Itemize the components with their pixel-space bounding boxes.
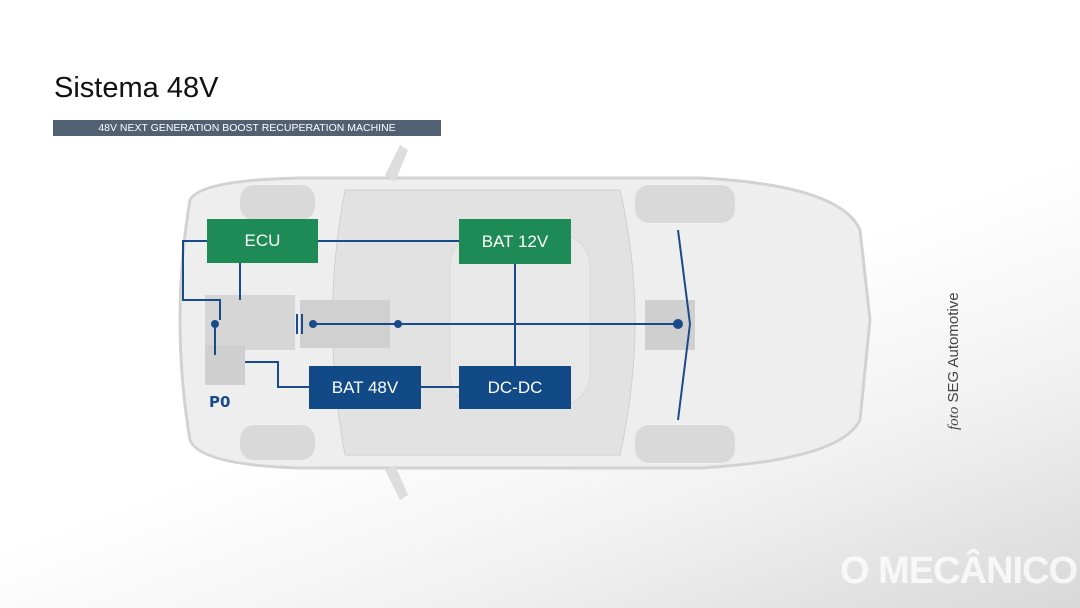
dcdc-box: DC-DC bbox=[459, 366, 571, 409]
credit-prefix: foto bbox=[946, 406, 962, 430]
subtitle-banner: 48V NEXT GENERATION BOOST RECUPERATION M… bbox=[53, 120, 441, 136]
p0-label: P0 bbox=[209, 393, 231, 411]
page-title: Sistema 48V bbox=[54, 72, 219, 104]
bat12v-box: BAT 12V bbox=[459, 219, 571, 264]
bat48v-box: BAT 48V bbox=[309, 366, 421, 409]
credit-name: SEG Automotive bbox=[945, 292, 962, 403]
photo-credit: foto SEG Automotive bbox=[945, 292, 963, 430]
ecu-box: ECU bbox=[207, 219, 318, 263]
watermark-logo: O MECÂNICO bbox=[840, 550, 1078, 592]
